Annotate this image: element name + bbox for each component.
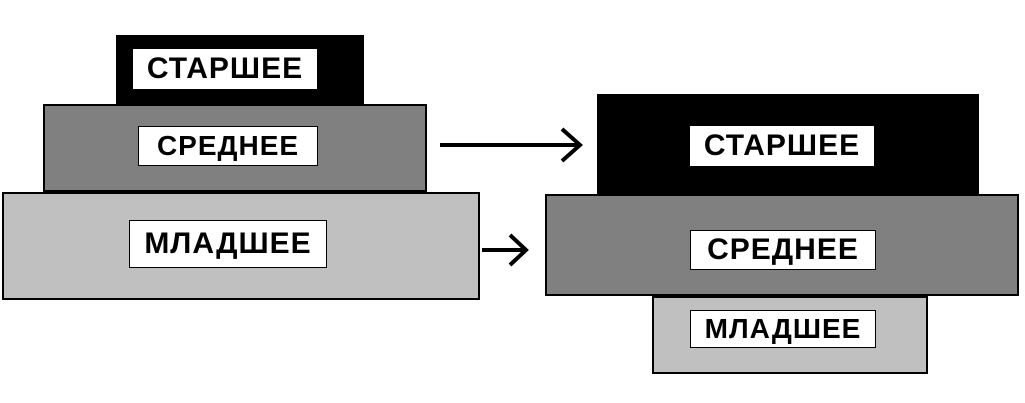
left-senior-label: СТАРШЕЕ	[132, 48, 318, 90]
left-junior-label: МЛАДШЕЕ	[129, 220, 327, 268]
left-middle-label: СРЕДНЕЕ	[138, 126, 318, 166]
right-junior-label: МЛАДШЕЕ	[690, 310, 876, 348]
right-middle-label: СРЕДНЕЕ	[690, 230, 876, 270]
arrow-right-icon	[440, 127, 584, 163]
right-senior-label: СТАРШЕЕ	[689, 125, 875, 167]
arrow-right-icon	[482, 233, 529, 267]
